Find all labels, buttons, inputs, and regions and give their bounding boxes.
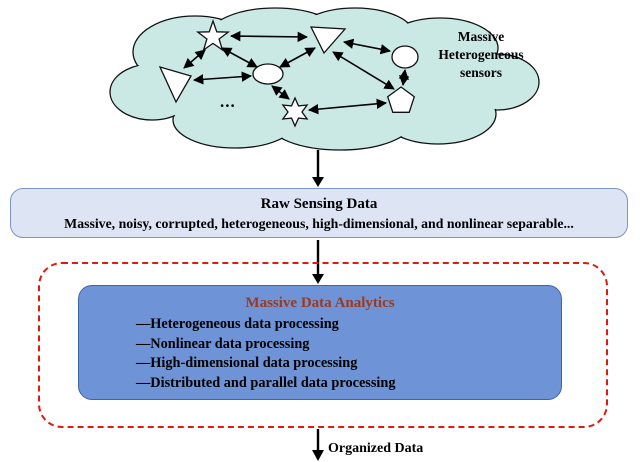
sensor-nodes (158, 19, 419, 128)
analytics-box: Massive Data Analytics —Heterogeneous da… (78, 285, 562, 400)
sensors-label: Massive Heterogeneous sensors (438, 29, 524, 80)
analytics-item: —High-dimensional data processing (136, 355, 358, 371)
flow-arrows (312, 150, 324, 461)
analytics-title: Massive Data Analytics (245, 295, 395, 311)
raw-sensing-box: Raw Sensing Data Massive, noisy, corrupt… (10, 188, 628, 238)
organized-data-label: Organized Data (328, 441, 424, 456)
sensor-node-circle-icon (391, 45, 419, 69)
sensor-node-star6-icon (281, 96, 309, 128)
sensor-link (398, 68, 410, 87)
sensor-node-hub-icon (252, 63, 284, 85)
analytics-item: —Heterogeneous data processing (136, 316, 339, 332)
flow-arrow-cloud-to-raw (312, 150, 324, 187)
sensor-link (221, 47, 258, 68)
sensor-link (332, 51, 395, 90)
sensor-node-triangle-icon (309, 26, 347, 55)
sensor-node-star5-icon (195, 19, 231, 52)
sensor-link (279, 47, 316, 68)
sensor-link (192, 71, 253, 85)
sensor-link (307, 98, 388, 115)
raw-box-title: Raw Sensing Data (260, 195, 378, 212)
sensor-node-kite-icon (158, 65, 192, 104)
flow-arrow-raw-to-analytics (312, 240, 324, 284)
flow-arrow-analytics-to-output (312, 429, 324, 461)
sensor-link (183, 49, 206, 69)
analytics-item-list: —Heterogeneous data processing —Nonlinea… (136, 315, 561, 393)
sensor-link (271, 85, 290, 100)
sensor-links (183, 30, 410, 115)
analytics-item: —Nonlinear data processing (136, 335, 310, 352)
analytics-item: —Distributed and parallel data processin… (136, 374, 396, 391)
sensor-link (342, 38, 392, 55)
raw-box-subtitle: Massive, noisy, corrupted, heterogeneous… (64, 215, 574, 231)
analytics-dashed-outline (38, 262, 608, 428)
cloud-ellipsis: ... (220, 92, 236, 111)
sensor-node-pentagon-icon (386, 86, 416, 113)
sensor-link (229, 30, 309, 43)
